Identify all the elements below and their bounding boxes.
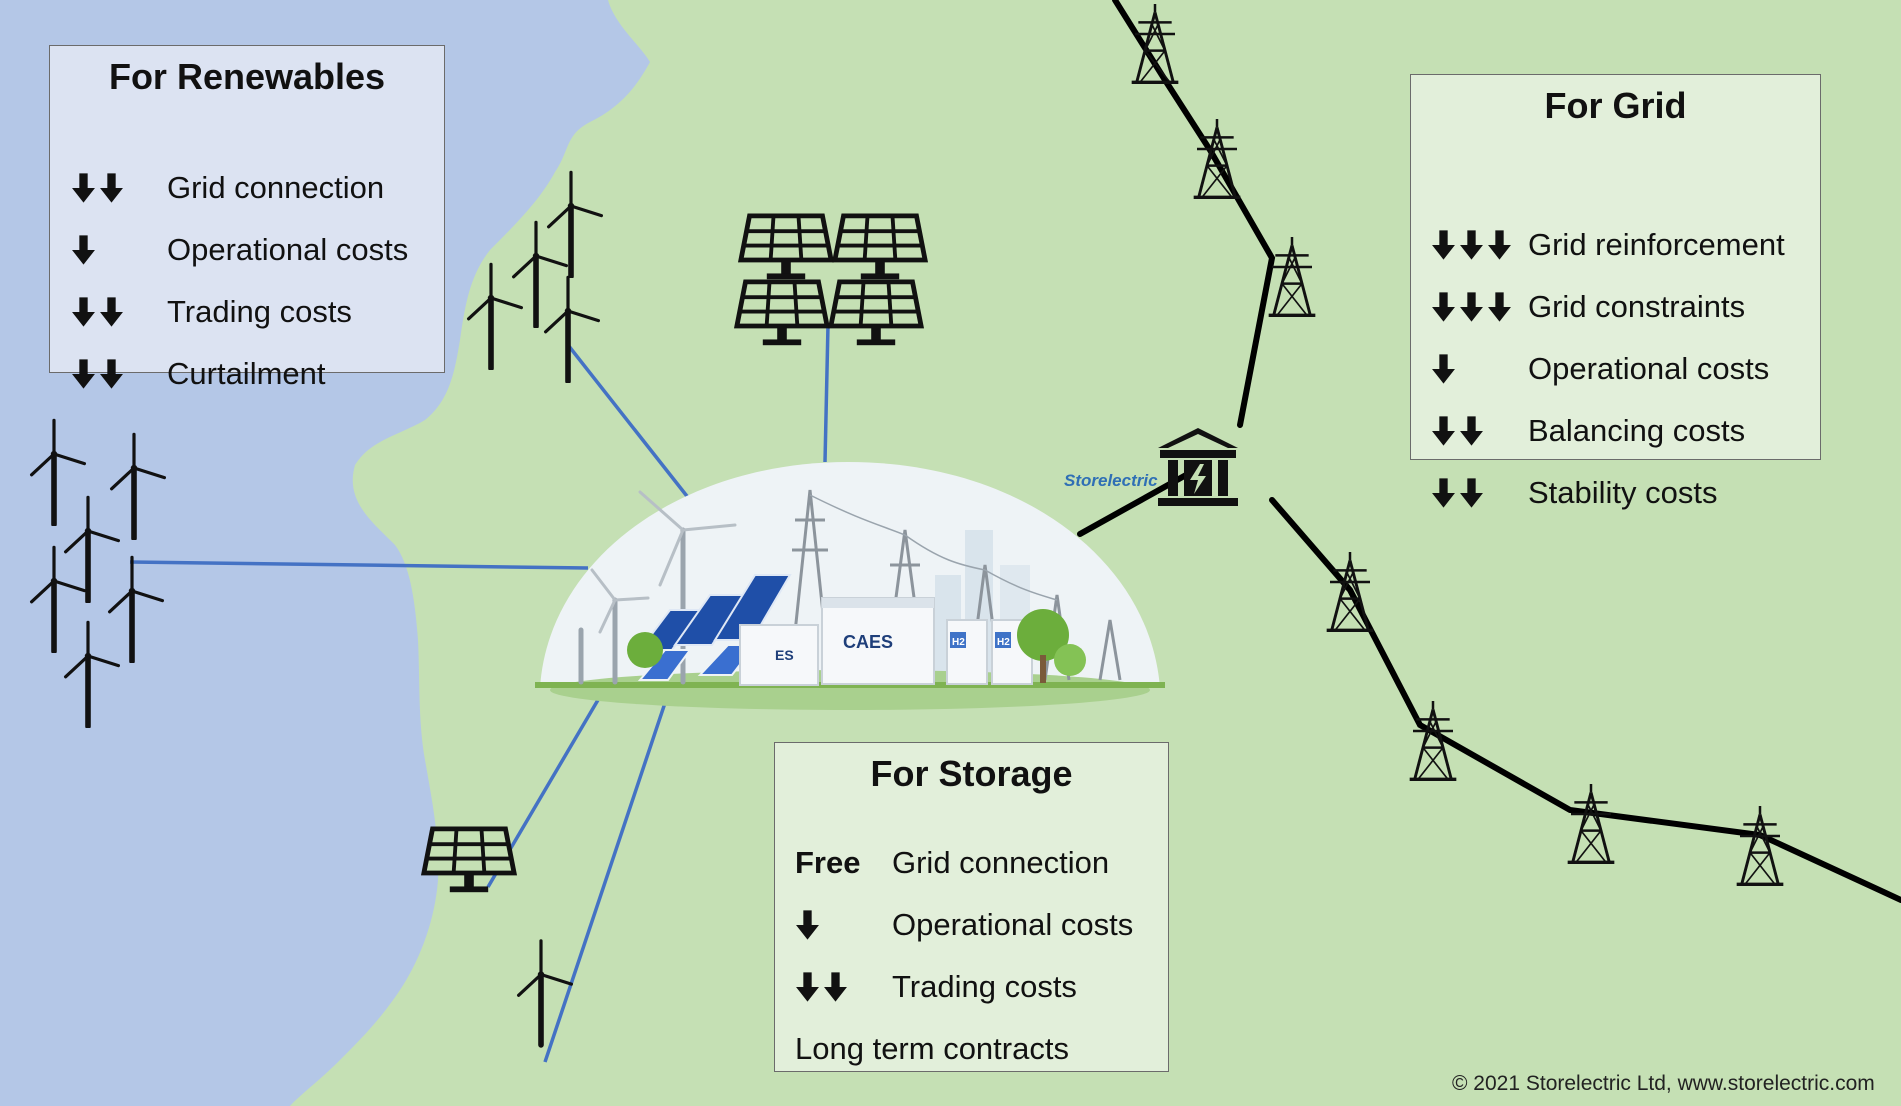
down-arrow-icon xyxy=(1460,230,1483,260)
benefit-label: Operational costs xyxy=(1528,351,1770,386)
solar-panel-icon xyxy=(831,282,921,345)
benefit-label: Operational costs xyxy=(892,907,1134,942)
down-arrow-icon xyxy=(1488,292,1511,322)
benefit-label: Stability costs xyxy=(1528,475,1718,510)
benefit-label: Operational costs xyxy=(167,232,409,267)
panel-title: For Grid xyxy=(1544,85,1687,126)
benefit-row: Curtailment xyxy=(50,354,444,394)
down-arrow-icon xyxy=(1460,416,1483,446)
benefit-row: Operational costs xyxy=(50,230,444,270)
solar-panel-icon xyxy=(835,216,925,279)
benefit-label: Long term contracts xyxy=(795,1031,1069,1066)
reduction-arrows xyxy=(1431,411,1484,451)
wind-turbine-icon xyxy=(549,172,602,276)
benefit-row: Free Grid connection xyxy=(775,843,1168,883)
benefit-row: Grid reinforcement xyxy=(1411,225,1820,265)
wind-turbine-icon xyxy=(519,941,572,1045)
down-arrow-icon xyxy=(824,972,847,1002)
benefit-row: Operational costs xyxy=(1411,349,1820,389)
down-arrow-icon xyxy=(72,359,95,389)
down-arrow-icon xyxy=(1432,230,1455,260)
down-arrow-icon xyxy=(1432,292,1455,322)
pylon-icon xyxy=(1566,782,1616,865)
benefit-row: Trading costs xyxy=(775,967,1168,1007)
benefit-label: Trading costs xyxy=(892,969,1077,1004)
down-arrow-icon xyxy=(100,173,123,203)
down-arrow-icon xyxy=(72,235,95,265)
benefit-label: Trading costs xyxy=(167,294,352,329)
down-arrow-icon xyxy=(100,359,123,389)
reduction-arrows xyxy=(1431,473,1484,513)
wind-turbine-icon xyxy=(546,277,599,381)
caes-label: CAES xyxy=(843,632,893,652)
solar-farm xyxy=(737,216,925,345)
down-arrow-icon xyxy=(1432,416,1455,446)
benefit-label: Balancing costs xyxy=(1528,413,1746,448)
benefit-row: Grid connection xyxy=(50,168,444,208)
panel-title: For Renewables xyxy=(108,56,386,97)
h2-label: H2 xyxy=(952,637,965,648)
down-arrow-icon xyxy=(1460,478,1483,508)
down-arrow-icon xyxy=(1432,354,1455,384)
benefit-row: Operational costs xyxy=(775,905,1168,945)
benefit-row: Balancing costs xyxy=(1411,411,1820,451)
reduction-arrows xyxy=(1431,349,1456,389)
wind-turbine-icon xyxy=(469,264,522,368)
down-arrow-icon xyxy=(72,173,95,203)
benefit-label: Grid connection xyxy=(892,845,1110,880)
benefit-row: Trading costs xyxy=(50,292,444,332)
storelectric-logo: Storelectric xyxy=(1064,471,1158,490)
solar-panel-icon xyxy=(741,216,831,279)
reduction-arrows xyxy=(71,168,124,208)
benefit-row: Long term contracts xyxy=(775,1029,1168,1069)
reduction-arrows xyxy=(1431,287,1512,327)
benefit-keyword: Free xyxy=(795,843,860,883)
down-arrow-icon xyxy=(1460,292,1483,322)
down-arrow-icon xyxy=(796,910,819,940)
connectors xyxy=(129,324,830,1063)
down-arrow-icon xyxy=(100,297,123,327)
panel-title: For Storage xyxy=(870,753,1073,794)
reduction-arrows xyxy=(1431,225,1512,265)
benefit-label: Grid reinforcement xyxy=(1528,227,1785,262)
substation-icon xyxy=(1158,428,1238,506)
benefit-label: Curtailment xyxy=(167,356,326,391)
benefit-label: Grid constraints xyxy=(1528,289,1746,324)
h2-label: H2 xyxy=(997,637,1010,648)
reduction-arrows xyxy=(795,905,820,945)
benefit-label: Grid connection xyxy=(167,170,385,205)
free-keyword: Free xyxy=(795,845,861,880)
storage-hub-illustration: CAES ES H2 H2 xyxy=(535,462,1165,710)
reduction-arrows xyxy=(71,354,124,394)
copyright-notice: © 2021 Storelectric Ltd, www.storelectri… xyxy=(1452,1072,1875,1095)
down-arrow-icon xyxy=(72,297,95,327)
benefit-row: Grid constraints xyxy=(1411,287,1820,327)
caes-partial-label: ES xyxy=(775,647,794,663)
down-arrow-icon xyxy=(1432,478,1455,508)
reduction-arrows xyxy=(71,292,124,332)
wind-turbine-icon xyxy=(514,222,567,326)
pylon-icon xyxy=(1267,235,1317,318)
down-arrow-icon xyxy=(1488,230,1511,260)
benefit-row: Stability costs xyxy=(1411,473,1820,513)
down-arrow-icon xyxy=(796,972,819,1002)
solar-panel-icon xyxy=(737,282,827,345)
reduction-arrows xyxy=(71,230,96,270)
reduction-arrows xyxy=(795,967,848,1007)
